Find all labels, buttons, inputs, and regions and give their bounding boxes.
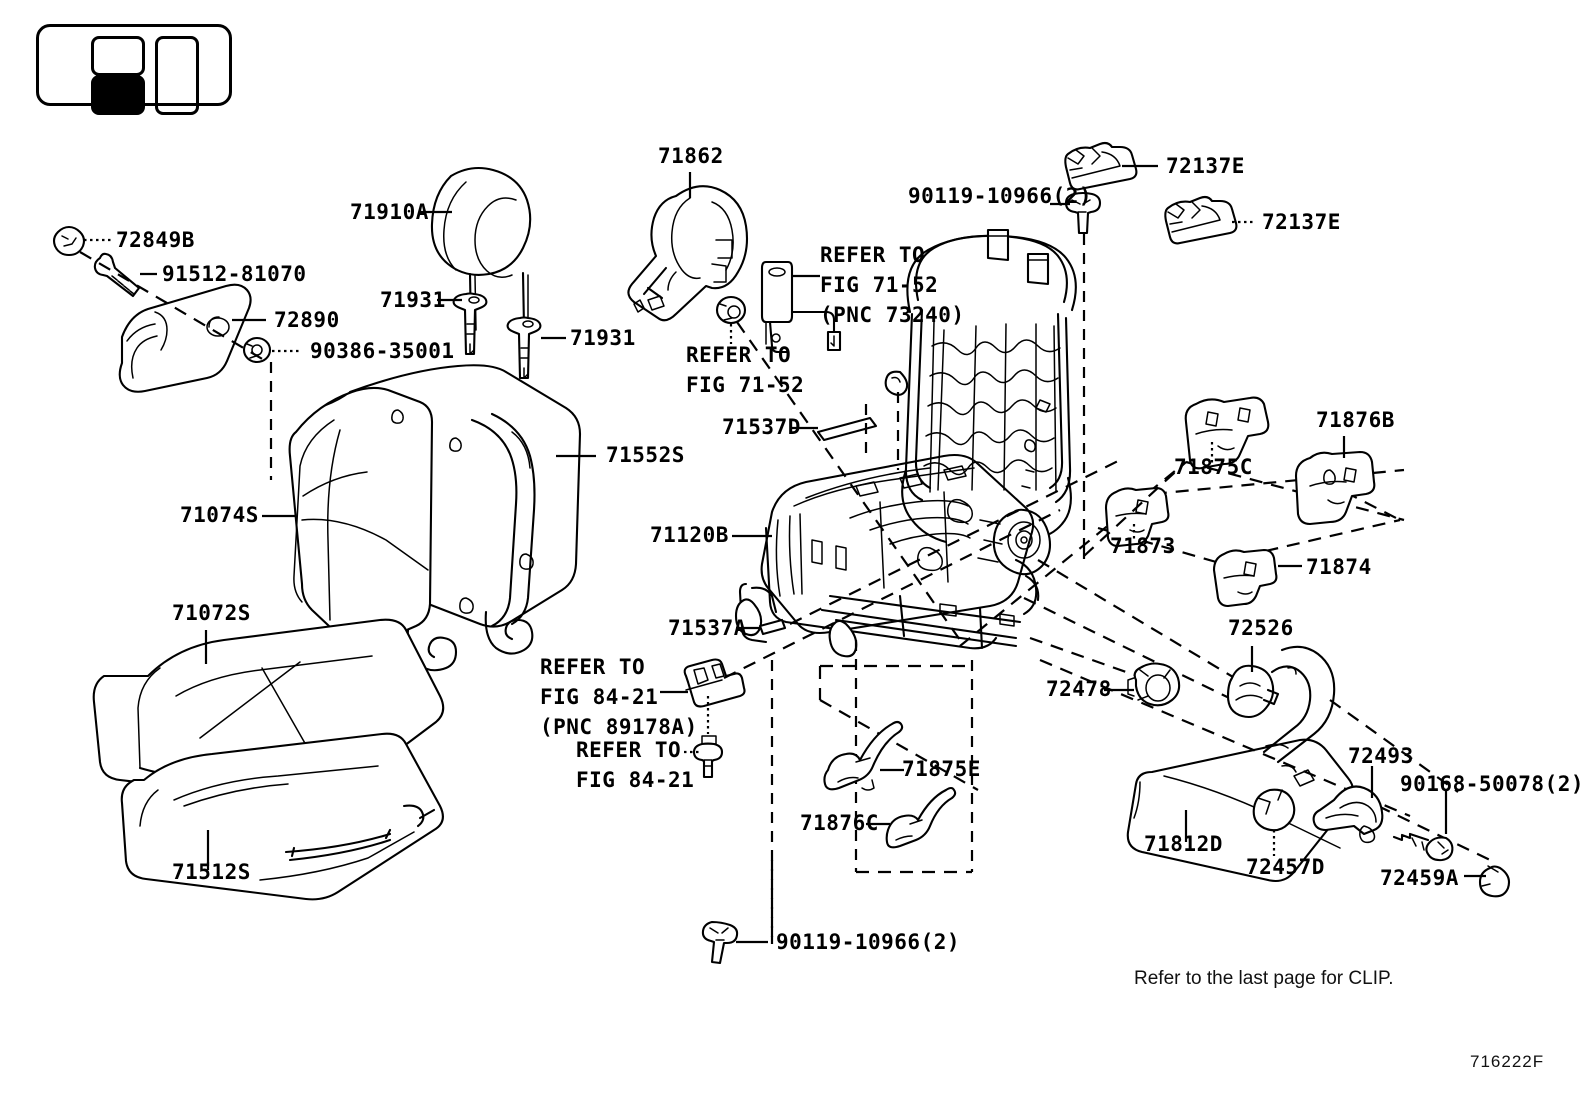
label-71875E: 71875E bbox=[902, 757, 981, 781]
part-71537A-pad bbox=[758, 618, 787, 636]
part-72457D-cap bbox=[1252, 788, 1296, 832]
label-72890: 72890 bbox=[274, 308, 340, 332]
label-72493: 72493 bbox=[1348, 744, 1414, 768]
label-71072S: 71072S bbox=[172, 601, 251, 625]
part-90119-bolt-bottom bbox=[701, 920, 739, 965]
label-71931-a: 71931 bbox=[380, 288, 446, 312]
label-71552S: 71552S bbox=[606, 443, 685, 467]
part-72137E-clip-b bbox=[1164, 195, 1238, 245]
part-71862-recliner-cover bbox=[627, 185, 749, 322]
figure-code: 716222F bbox=[1470, 1052, 1545, 1071]
part-72493-handle bbox=[1312, 785, 1384, 844]
part-71876C-bracket bbox=[885, 786, 957, 849]
part-72526-knob bbox=[1226, 664, 1280, 719]
indicator-cell-tall bbox=[155, 36, 199, 115]
label-refer-71-52: REFER TO FIG 71-52 bbox=[686, 343, 805, 397]
part-91512-81070-bolt bbox=[93, 252, 141, 298]
label-71862: 71862 bbox=[658, 144, 724, 168]
label-90168-50078: 90168-50078(2) bbox=[1400, 772, 1585, 796]
indicator-cell-small bbox=[91, 36, 145, 76]
seat-position-indicator bbox=[36, 24, 232, 115]
part-72137E-clip-a bbox=[1064, 141, 1138, 191]
part-71875E-bracket bbox=[823, 720, 904, 791]
part-8421-bolt bbox=[692, 735, 724, 779]
label-72526: 72526 bbox=[1228, 616, 1294, 640]
footer-note: Refer to the last page for CLIP. bbox=[1134, 968, 1394, 989]
label-71120B: 71120B bbox=[650, 523, 729, 547]
label-71910A: 71910A bbox=[350, 200, 429, 224]
label-71812D: 71812D bbox=[1144, 832, 1223, 856]
part-71537D-pad bbox=[816, 416, 878, 442]
label-71074S: 71074S bbox=[180, 503, 259, 527]
part-71876B-bracket bbox=[1294, 450, 1376, 526]
part-71873-cover bbox=[1104, 486, 1170, 548]
label-71512S: 71512S bbox=[172, 860, 251, 884]
part-71120B-seat-frame bbox=[734, 228, 1077, 658]
part-71910A-headrest bbox=[430, 166, 532, 332]
label-72137E-a: 72137E bbox=[1166, 154, 1245, 178]
label-71873: 71873 bbox=[1110, 534, 1176, 558]
label-72478: 72478 bbox=[1046, 677, 1112, 701]
part-90386-35001-bushing bbox=[242, 336, 272, 364]
label-71931-b: 71931 bbox=[570, 326, 636, 350]
part-71072S-71512S-cushion bbox=[92, 618, 445, 901]
label-72457D: 72457D bbox=[1246, 855, 1325, 879]
label-71875C: 71875C bbox=[1174, 455, 1253, 479]
part-71931-support-a bbox=[452, 292, 488, 356]
label-91512-81070: 91512-81070 bbox=[162, 262, 307, 286]
part-89178A-switch bbox=[683, 658, 746, 708]
label-72137E-b: 72137E bbox=[1262, 210, 1341, 234]
part-71812D-shield bbox=[1126, 645, 1355, 883]
label-71876B: 71876B bbox=[1316, 408, 1395, 432]
label-71874: 71874 bbox=[1306, 555, 1372, 579]
part-72459A-cap bbox=[1478, 865, 1511, 898]
part-buckle-73240 bbox=[760, 260, 842, 354]
part-72478-grommet bbox=[1127, 662, 1181, 707]
part-72890-armrest bbox=[118, 283, 252, 393]
label-90119-bottom: 90119-10966(2) bbox=[776, 930, 961, 954]
part-71875C-bracket bbox=[1184, 396, 1270, 470]
label-72849B: 72849B bbox=[116, 228, 195, 252]
part-71874-cover bbox=[1212, 548, 1278, 608]
part-72849B-cap bbox=[52, 225, 86, 257]
label-refer-84-21-pnc: REFER TO FIG 84-21 (PNC 89178A) bbox=[540, 655, 698, 739]
label-72459A: 72459A bbox=[1380, 866, 1459, 890]
label-71876C: 71876C bbox=[800, 811, 879, 835]
part-90168-50078-screw bbox=[1392, 832, 1454, 862]
part-71074S-71552S-seatback bbox=[288, 364, 582, 672]
label-71537D: 71537D bbox=[722, 415, 801, 439]
part-anchor-7152 bbox=[715, 295, 747, 325]
label-refer-84-21: REFER TO FIG 84-21 bbox=[576, 738, 695, 792]
indicator-cell-filled bbox=[91, 75, 145, 115]
label-90119-top: 90119-10966(2) bbox=[908, 184, 1093, 208]
label-90386-35001: 90386-35001 bbox=[310, 339, 455, 363]
label-refer-71-52-pnc: REFER TO FIG 71-52 (PNC 73240) bbox=[820, 243, 965, 327]
part-71931-support-b bbox=[506, 316, 542, 380]
label-71537A: 71537A bbox=[668, 616, 747, 640]
